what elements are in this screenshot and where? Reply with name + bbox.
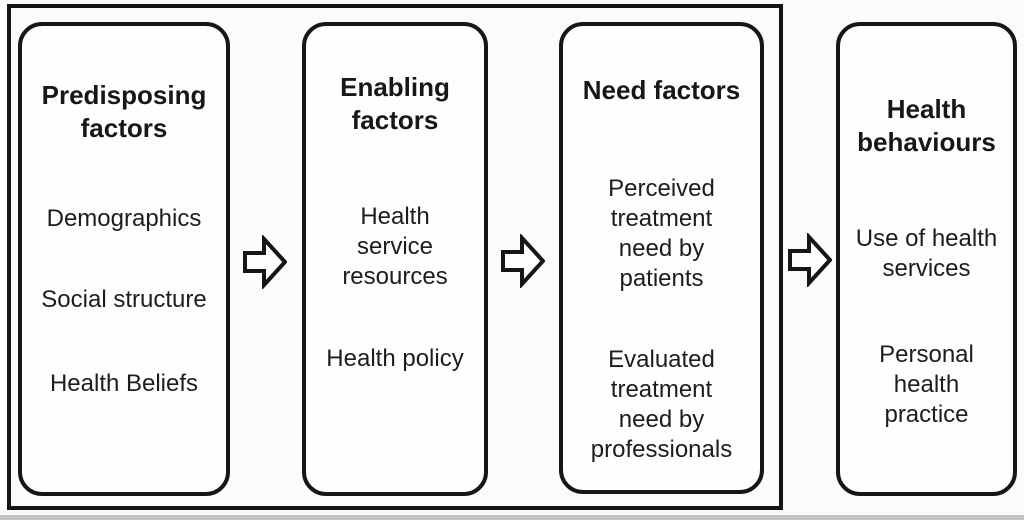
- scan-edge-strip: [0, 515, 1024, 520]
- box-title: Predisposing factors: [41, 80, 207, 143]
- box-item: Evaluated treatment need by professional…: [590, 346, 733, 463]
- box-item: Health service resources: [342, 203, 448, 290]
- flow-arrow-icon: [501, 234, 545, 288]
- flow-arrow-icon: [788, 233, 832, 287]
- box-title: Health behaviours: [857, 94, 996, 157]
- box-item: Demographics: [46, 205, 202, 232]
- box-enabling-factors: Enabling factors Health service resource…: [302, 22, 488, 496]
- box-item: Health Beliefs: [49, 370, 199, 397]
- box-health-behaviours: Health behaviours Use of health services…: [836, 22, 1017, 496]
- box-item: Personal health practice: [879, 341, 974, 428]
- box-item: Perceived treatment need by patients: [608, 175, 715, 292]
- box-item: Use of health services: [855, 225, 998, 282]
- box-predisposing-factors: Predisposing factors Demographics Social…: [18, 22, 230, 496]
- box-item: Social structure: [41, 286, 207, 313]
- box-item: Health policy: [326, 345, 464, 372]
- box-title: Need factors: [582, 75, 741, 105]
- model-outer-frame: [7, 4, 783, 510]
- box-title: Enabling factors: [340, 72, 450, 135]
- box-need-factors: Need factors Perceived treatment need by…: [559, 22, 764, 494]
- flow-arrow-icon: [243, 235, 287, 289]
